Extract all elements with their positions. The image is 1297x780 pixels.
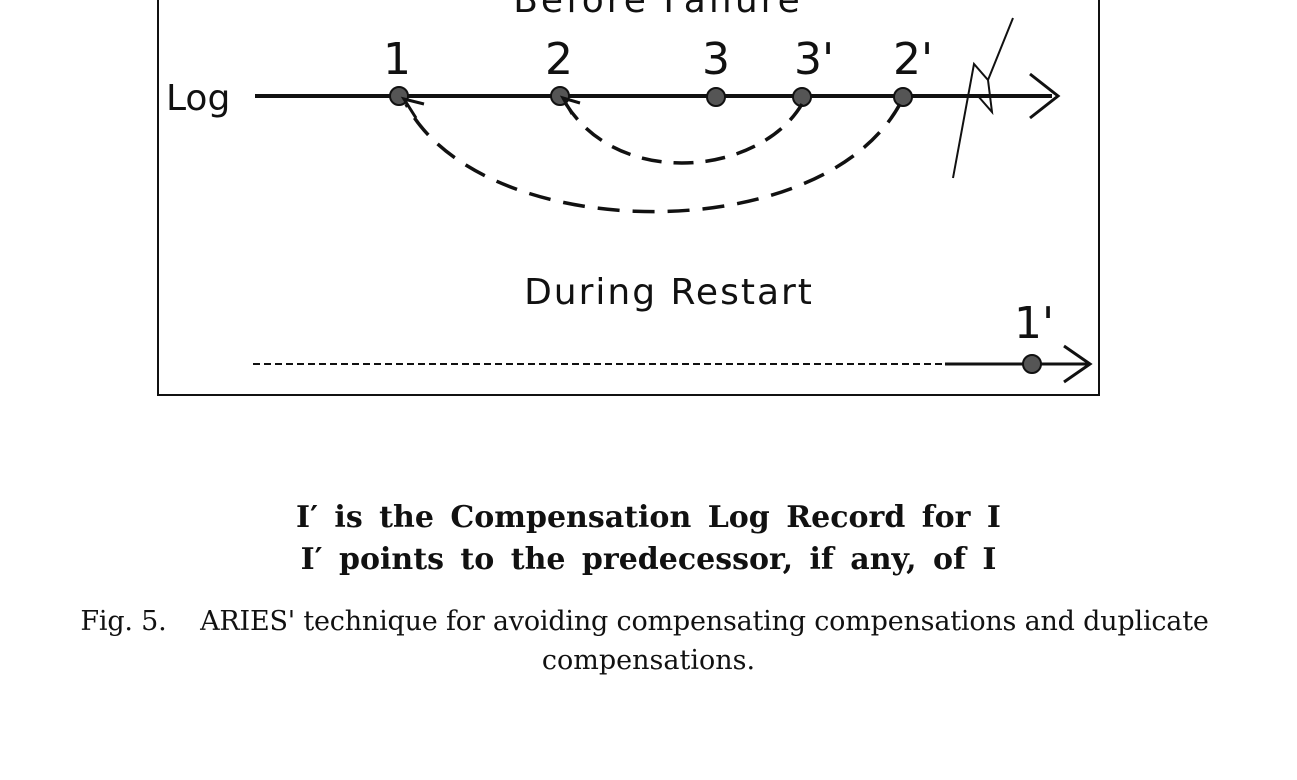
failure-lightning-detail [977,79,994,116]
pointer-3prime-to-2 [564,103,804,165]
pointer-2prime-to-1 [404,103,902,214]
failure-lightning-icon [952,17,1014,179]
record-label-3: 3 [702,34,730,85]
restart-record-point-1-prime [1022,354,1042,374]
record-point-3 [706,87,726,107]
record-point-3-prime [792,87,812,107]
during-restart-title: During Restart [524,272,814,313]
record-point-2-prime [893,87,913,107]
record-label-2-prime: 2' [893,34,933,85]
figure-caption-line-1: Fig. 5. ARIES' technique for avoiding co… [80,606,1209,637]
legend-line-2: I′ points to the predecessor, if any, of… [300,542,997,577]
record-label-1: 1 [383,34,411,85]
before-failure-title: Before Failure [513,0,803,21]
restart-record-label-1-prime: 1' [1014,298,1054,349]
record-label-3-prime: 3' [794,34,834,85]
pointer-arrowhead-at-1 [400,96,425,119]
log-axis-arrowhead [1029,72,1061,120]
figure-caption-line-2: compensations. [541,645,756,676]
record-label-2: 2 [545,34,573,85]
log-label: Log [166,78,230,119]
aries-clr-diagram: Before Failure Log 1 2 3 3' 2' During Re… [157,0,1100,396]
legend-line-1: I′ is the Compensation Log Record for I [296,500,1001,535]
restart-arrowhead [1063,344,1093,384]
pointer-arrowhead-at-2 [559,95,581,115]
diagram-frame [157,0,1100,396]
